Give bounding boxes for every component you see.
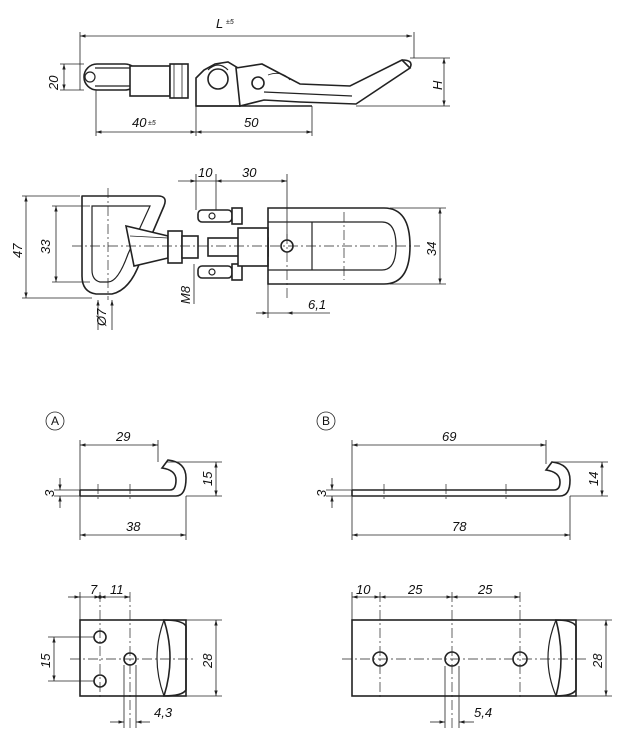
dim-b-bottom: 78 xyxy=(452,519,467,534)
latch-plan-view xyxy=(72,188,420,300)
dim-b-height: 14 xyxy=(586,472,601,486)
dim-left-part: 40 xyxy=(132,115,147,130)
latch-side-view xyxy=(83,59,412,107)
plan-view-dimensions xyxy=(22,174,446,330)
dim-b-pitch-10: 10 xyxy=(356,582,371,597)
hook-a-plan-view xyxy=(70,592,196,728)
dim-offset-30: 30 xyxy=(242,165,257,180)
dim-b-top: 69 xyxy=(442,429,456,444)
hook-b-plan-view xyxy=(342,592,586,728)
dim-a-height: 15 xyxy=(200,471,215,486)
hook-b-label-circle xyxy=(316,411,336,431)
dim-offset-10: 10 xyxy=(198,165,213,180)
dim-thread: M8 xyxy=(178,285,193,304)
dim-hook-height: 34 xyxy=(424,242,439,256)
dim-hole-dia: Ø7 xyxy=(94,308,109,327)
dim-b-pitch-25a: 25 xyxy=(407,582,423,597)
dim-a-slot: 4,3 xyxy=(154,705,173,720)
dim-a-bottom: 38 xyxy=(126,519,141,534)
dim-a-hole-11: 11 xyxy=(110,582,124,597)
dim-a-hole-7: 7 xyxy=(90,582,98,597)
dim-height-20: 20 xyxy=(46,75,61,91)
dim-height-h: H xyxy=(430,80,445,90)
side-view-dimensions xyxy=(60,32,450,136)
dim-length-tol: ±5 xyxy=(226,19,234,26)
dim-a-top: 29 xyxy=(115,429,130,444)
hook-a-side-dimensions xyxy=(54,440,222,540)
dim-outer-height: 47 xyxy=(10,243,25,258)
hook-a-label-circle xyxy=(45,411,65,431)
dim-length: L xyxy=(216,16,223,31)
hook-b-side-dimensions xyxy=(326,440,608,540)
hook-a-side-view xyxy=(45,411,187,502)
dim-right-part: 50 xyxy=(244,115,259,130)
dim-b-pitch-25b: 25 xyxy=(477,582,493,597)
dim-hole-offset: 6,1 xyxy=(308,297,326,312)
dim-b-slot: 5,4 xyxy=(474,705,492,720)
hook-a-plan-dimensions xyxy=(48,592,222,728)
dim-a-hole-spacing: 15 xyxy=(38,653,53,668)
dim-inner-height: 33 xyxy=(38,239,53,254)
hook-b-side-view xyxy=(316,411,571,502)
hook-a-label: A xyxy=(51,414,59,428)
hook-b-plan-dimensions xyxy=(351,592,612,728)
dim-left-part-tol: ±5 xyxy=(148,120,156,127)
dim-b-width: 28 xyxy=(590,653,605,669)
dim-a-width: 28 xyxy=(200,653,215,669)
dim-b-thickness: 3 xyxy=(314,489,329,497)
dim-a-thickness: 3 xyxy=(42,489,57,497)
hook-b-label: B xyxy=(322,414,330,428)
